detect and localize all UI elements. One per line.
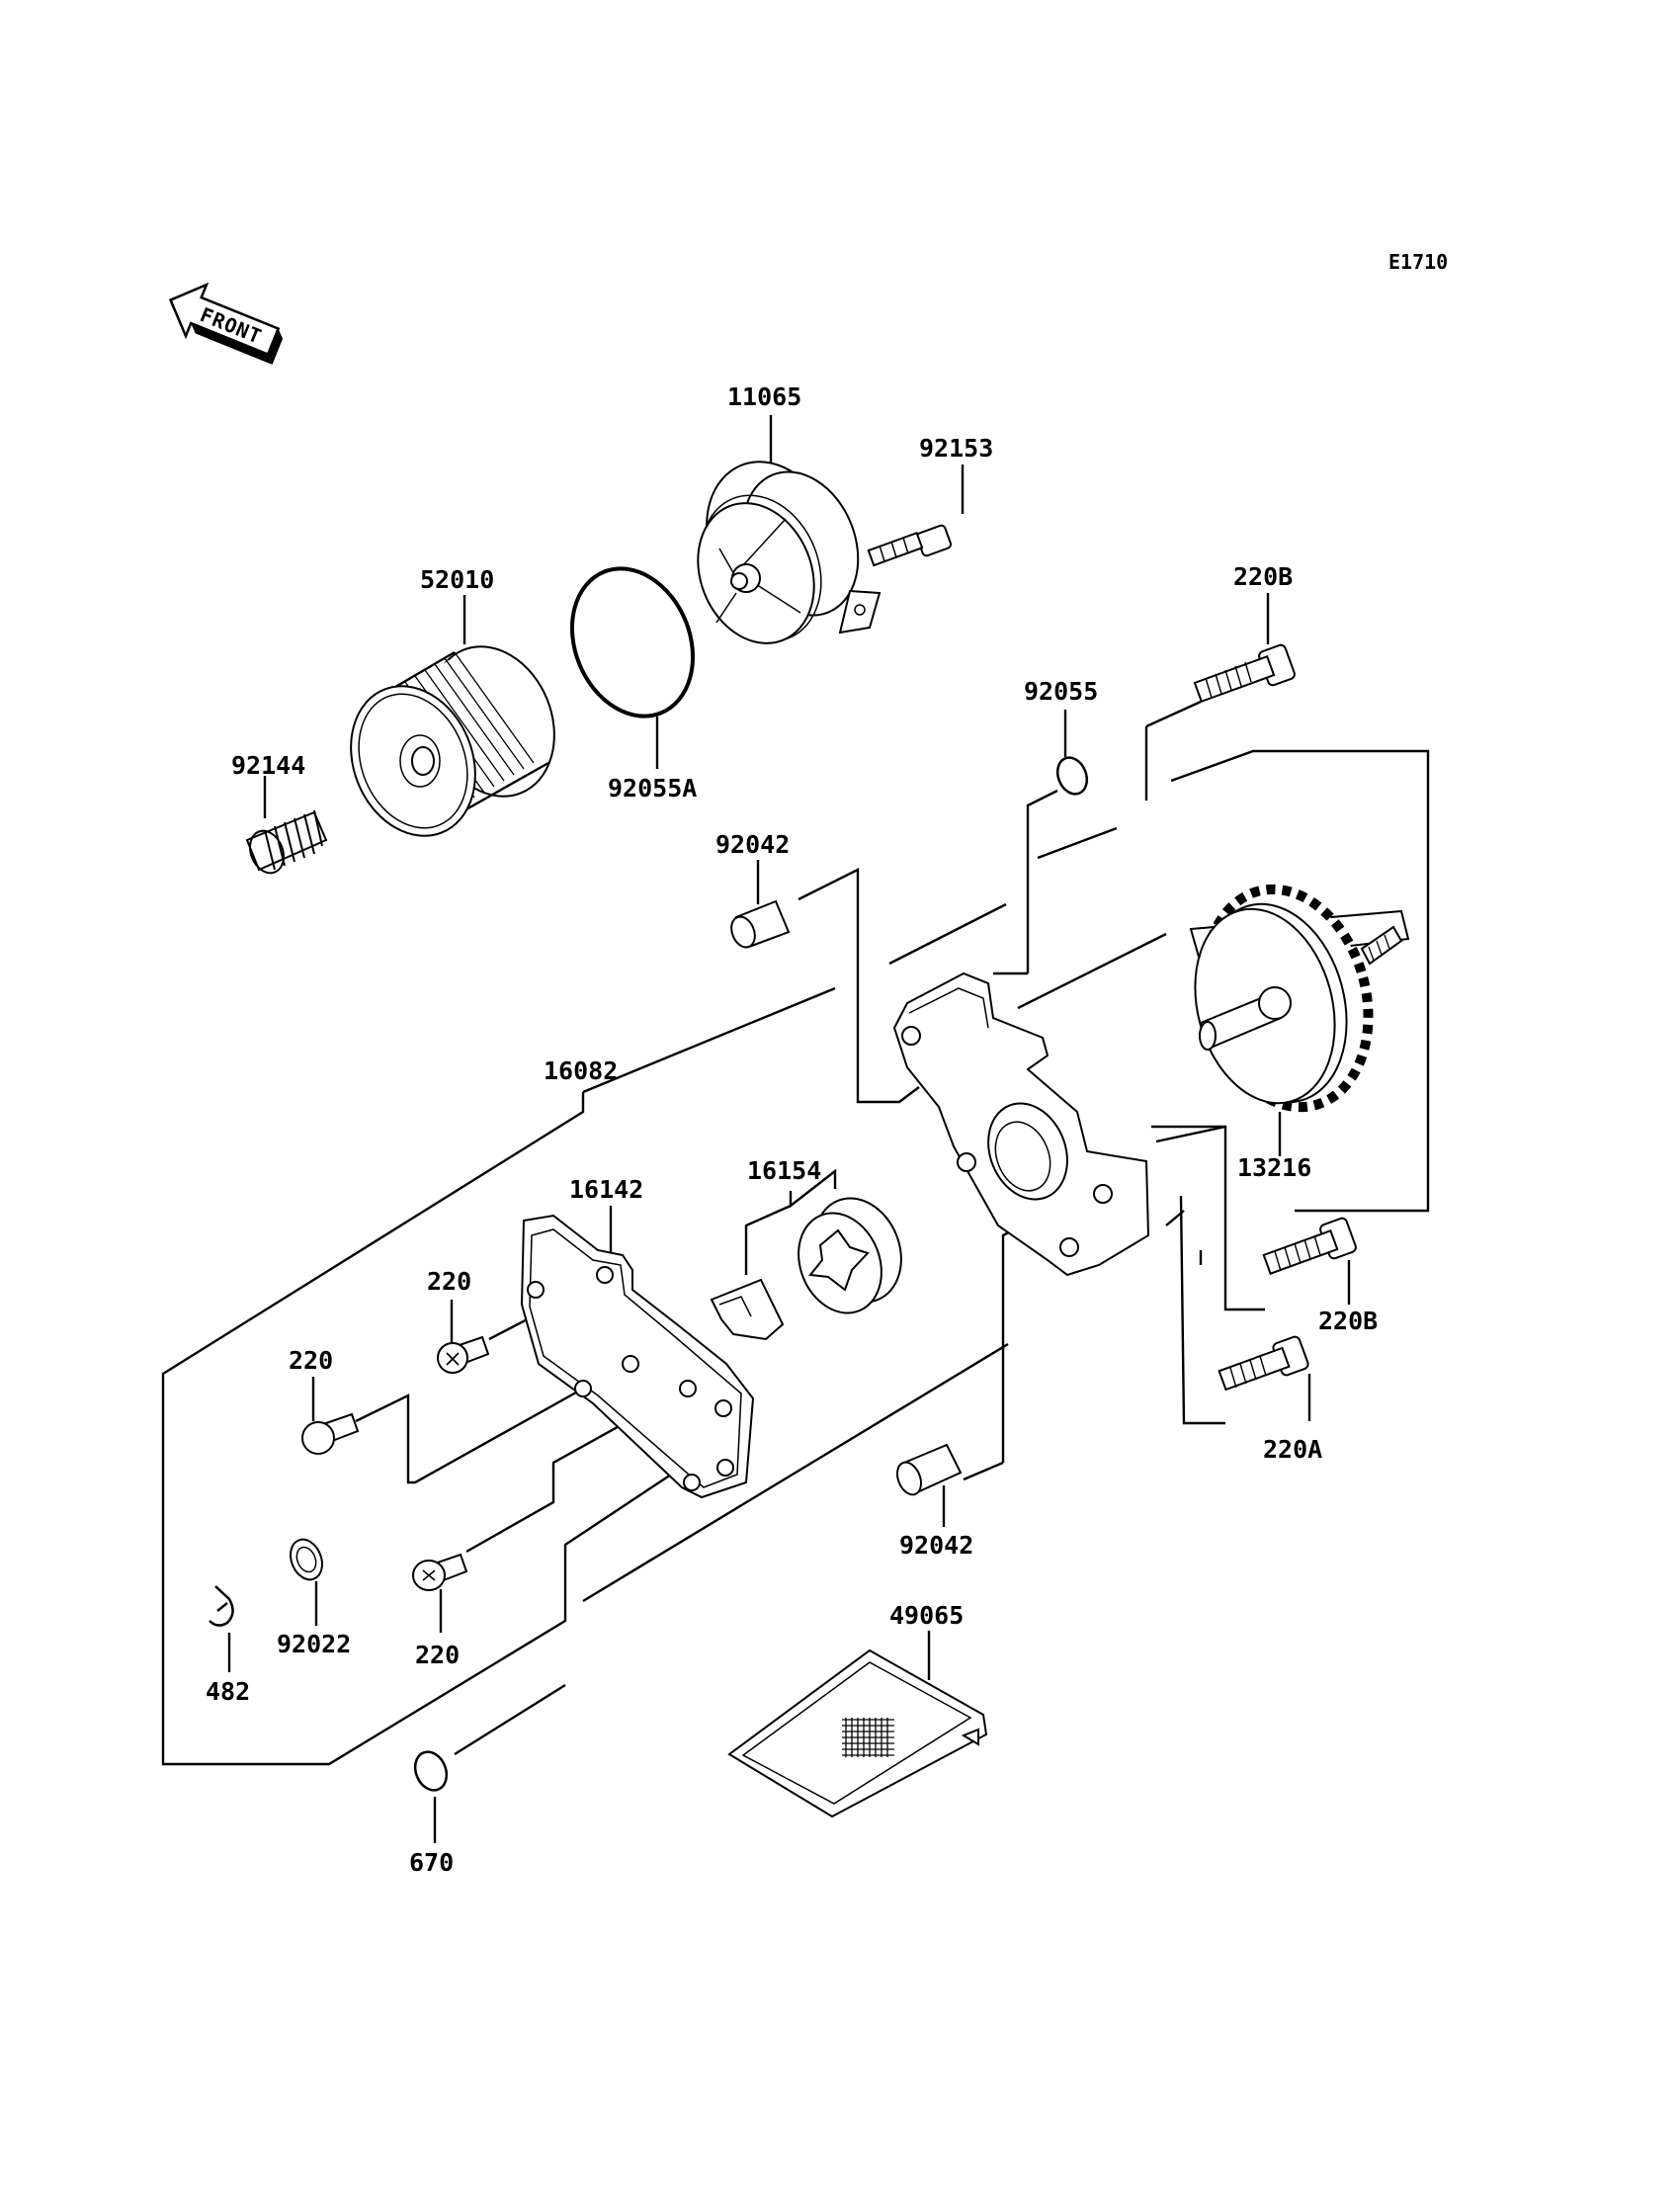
diagram-code: E1710 [1388, 250, 1448, 274]
label-92042-top: 92042 [715, 830, 790, 859]
label-220-c: 220 [415, 1641, 460, 1669]
dowel-pin-92042-bottom [895, 1443, 963, 1496]
label-92022: 92022 [277, 1630, 351, 1658]
label-482: 482 [206, 1677, 250, 1706]
label-220A: 220A [1263, 1435, 1322, 1464]
label-16082: 16082 [544, 1056, 618, 1085]
oil-filter-cover [697, 461, 882, 644]
screw-220-c [412, 1553, 468, 1591]
inner-rotor [710, 1278, 785, 1341]
screw-220-b [301, 1412, 360, 1455]
bolt-220B-top [1193, 643, 1296, 704]
label-13216: 13216 [1237, 1153, 1311, 1182]
label-220B-right: 220B [1318, 1307, 1378, 1335]
label-11065: 11065 [727, 382, 801, 411]
label-220-b: 220 [289, 1346, 333, 1375]
label-52010: 52010 [420, 565, 494, 594]
outer-rotor [798, 1197, 902, 1314]
label-670: 670 [409, 1848, 454, 1877]
label-16142: 16142 [569, 1175, 643, 1204]
washer-92022 [290, 1538, 323, 1581]
label-92144: 92144 [231, 751, 305, 780]
pump-gear-shaft [1189, 884, 1410, 1113]
leader-lines [161, 415, 1430, 1843]
label-92055: 92055 [1024, 677, 1098, 706]
label-92153: 92153 [919, 434, 993, 463]
o-ring-92055 [1055, 756, 1089, 796]
pump-cover-plate [520, 1214, 755, 1499]
o-ring-670 [413, 1750, 449, 1792]
label-92042-bottom: 92042 [899, 1531, 973, 1560]
front-arrow-icon: FRONT [168, 282, 284, 365]
bolt-92153 [867, 524, 953, 567]
label-220B-top: 220B [1233, 562, 1293, 591]
screw-220-a [437, 1335, 490, 1374]
bolt-220B-right [1262, 1217, 1357, 1275]
oil-filter [350, 645, 555, 837]
label-92055A: 92055A [608, 774, 697, 803]
label-49065: 49065 [889, 1601, 964, 1630]
oil-screen [727, 1648, 988, 1818]
spring-92144 [245, 809, 328, 875]
part-labels: 11065 92153 52010 220B 92055 92144 92055… [206, 382, 1378, 1877]
label-220-a: 220 [427, 1267, 471, 1296]
circlip-482 [209, 1585, 234, 1627]
dowel-pin-92042-top [730, 899, 791, 949]
bolt-220A [1218, 1335, 1309, 1392]
oil-pump-body [892, 972, 1150, 1277]
o-ring-92055A [569, 566, 696, 718]
label-16154: 16154 [747, 1156, 821, 1185]
